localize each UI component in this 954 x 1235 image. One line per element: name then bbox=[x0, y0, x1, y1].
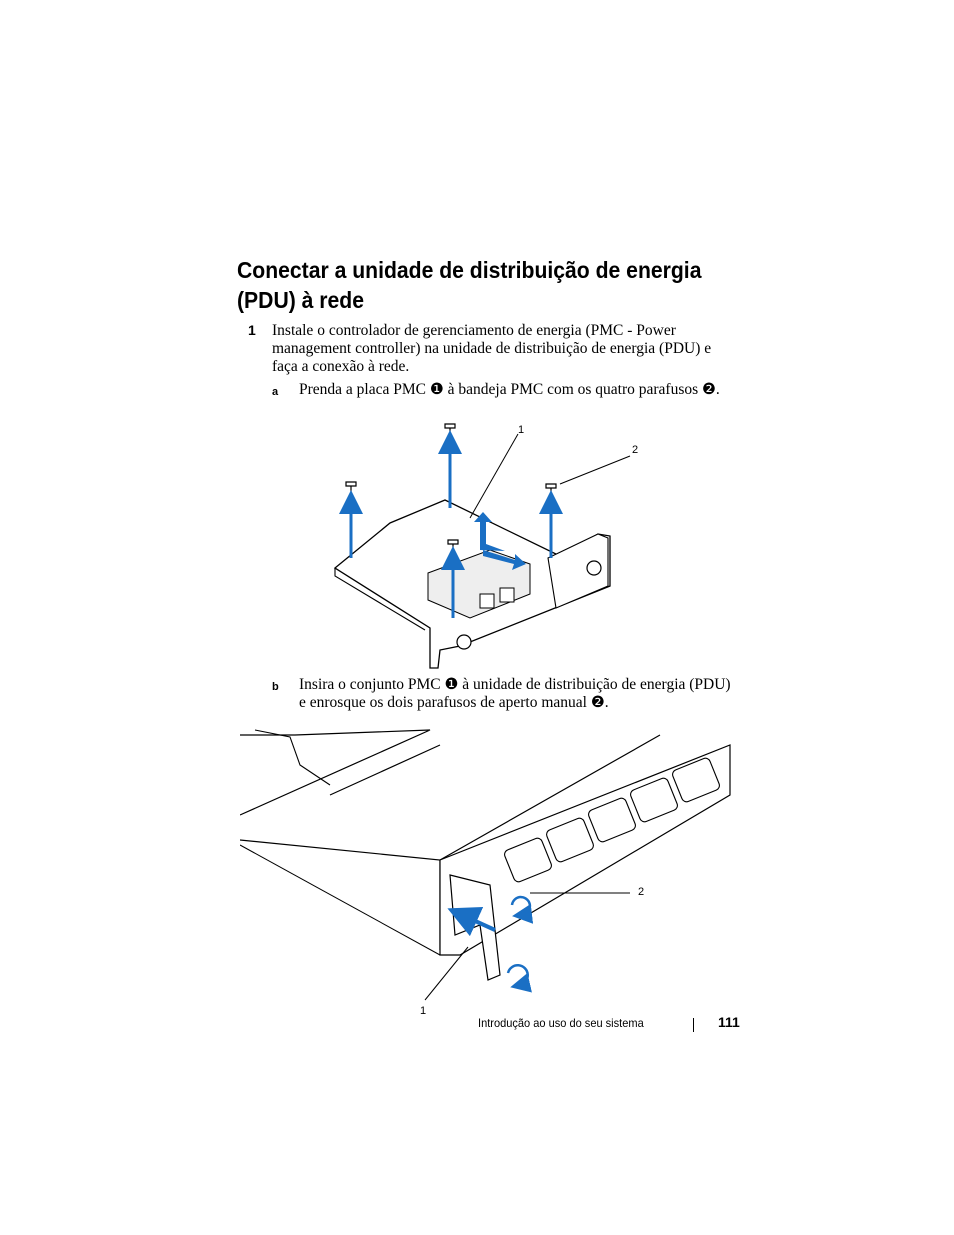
pmc-card-figure bbox=[333, 423, 631, 669]
page-number: 111 bbox=[718, 1014, 740, 1030]
step-text: Instale o controlador de gerenciamento d… bbox=[272, 322, 712, 375]
substep-a-letter: a bbox=[272, 386, 279, 398]
step-number: 1 bbox=[248, 322, 256, 338]
figure2-callout-1: 1 bbox=[420, 1005, 427, 1017]
footer-separator bbox=[693, 1018, 694, 1032]
substep-b-text: Insira o conjunto PMC ❶ à unidade de dis… bbox=[299, 676, 731, 711]
substep-b-letter: b bbox=[272, 681, 279, 693]
footer-section-label: Introdução ao uso do seu sistema bbox=[478, 1016, 644, 1030]
figure1-callout-1: 1 bbox=[518, 424, 525, 436]
figure1-callout-2: 2 bbox=[632, 444, 639, 456]
page-title: Conectar a unidade de distribuição de en… bbox=[237, 257, 702, 313]
substep-a-text: Prenda a placa PMC ❶ à bandeja PMC com o… bbox=[299, 381, 720, 398]
figure2-callout-2: 2 bbox=[638, 886, 645, 898]
pdu-assembly-figure bbox=[240, 729, 731, 1001]
